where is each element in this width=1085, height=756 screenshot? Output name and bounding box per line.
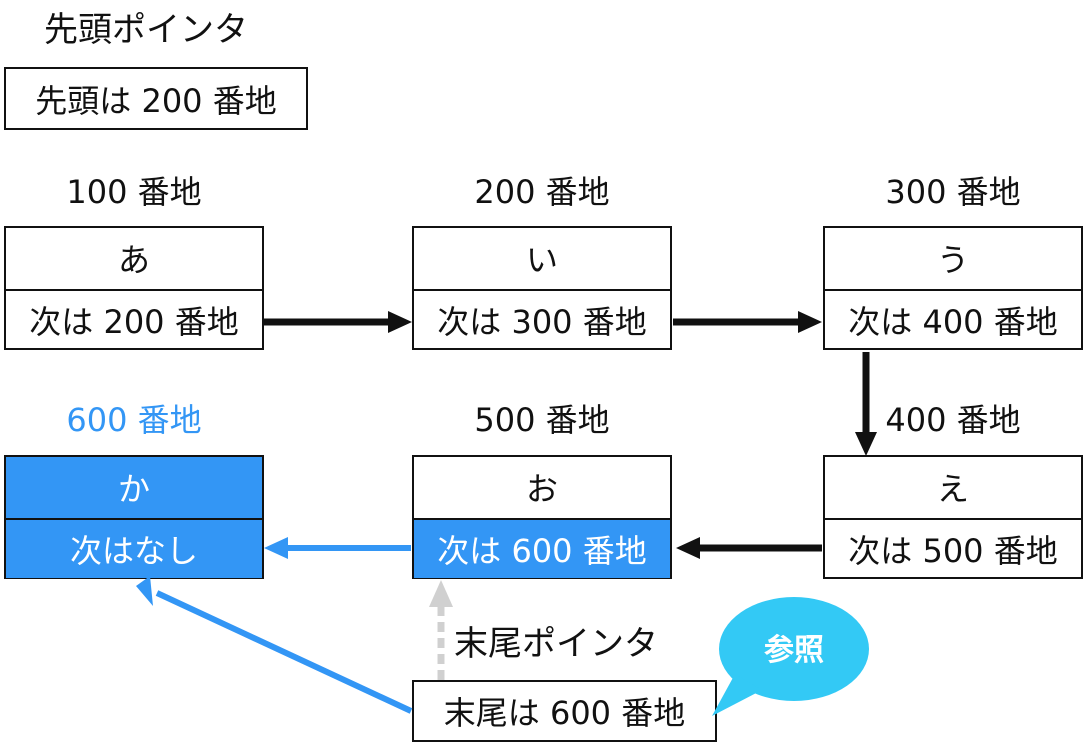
arrow-300-to-400 — [855, 352, 877, 456]
node-300-data: う — [936, 241, 969, 279]
node-300-next: 次は 400 番地 — [825, 289, 1081, 349]
reference-bubble-text: 参照 — [764, 633, 824, 668]
node-500: お 次は 600 番地 — [412, 455, 672, 579]
arrow-tail-to-600 — [136, 576, 413, 714]
node-600-next: 次はなし — [6, 518, 262, 578]
node-200: い 次は 300 番地 — [412, 226, 672, 350]
node-600-data: か — [6, 457, 262, 517]
arrow-100-to-200 — [264, 311, 412, 333]
arrow-500-to-600 — [264, 537, 411, 559]
node-100-data: あ — [117, 241, 150, 279]
node-200-data: い — [525, 241, 558, 279]
tail-pointer-label: 末尾ポインタ — [454, 624, 658, 664]
node-300-address: 300 番地 — [885, 173, 1021, 211]
node-200-address: 200 番地 — [474, 173, 610, 211]
head-pointer-label: 先頭ポインタ — [44, 10, 248, 50]
node-500-next: 次は 600 番地 — [414, 518, 670, 578]
node-600-address: 600 番地 — [66, 401, 202, 439]
arrow-200-to-300 — [673, 311, 822, 333]
reference-bubble: 参照 — [712, 597, 869, 716]
node-100: あ 次は 200 番地 — [4, 226, 264, 350]
node-100-address: 100 番地 — [66, 173, 202, 211]
node-600: か 次はなし — [4, 455, 264, 579]
node-400-next: 次は 500 番地 — [825, 518, 1081, 578]
node-300: う 次は 400 番地 — [823, 226, 1083, 350]
node-400: え 次は 500 番地 — [823, 455, 1083, 579]
node-500-data: お — [525, 470, 558, 508]
arrow-400-to-500 — [676, 537, 822, 559]
node-500-address: 500 番地 — [474, 401, 610, 439]
node-400-data: え — [936, 470, 969, 508]
node-100-next: 次は 200 番地 — [6, 289, 262, 349]
arrow-tail-to-500-dashed — [429, 580, 453, 680]
head-pointer-box: 先頭は 200 番地 — [4, 67, 308, 130]
node-200-next: 次は 300 番地 — [414, 289, 670, 349]
node-400-address: 400 番地 — [885, 401, 1021, 439]
tail-pointer-box: 末尾は 600 番地 — [412, 680, 717, 742]
